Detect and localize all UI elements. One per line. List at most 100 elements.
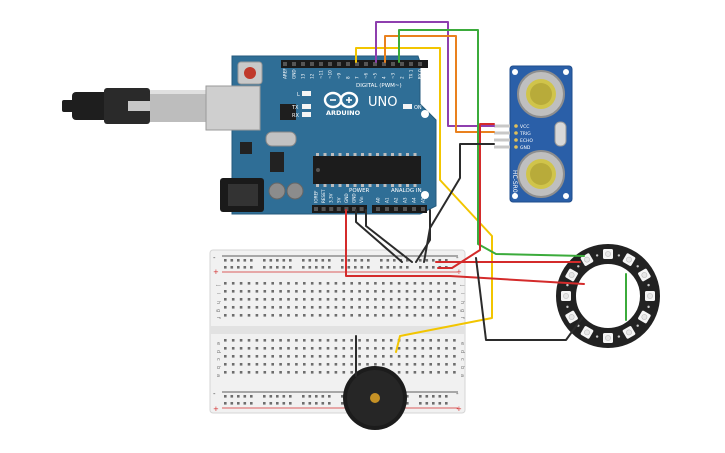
rail-hole[interactable]: [224, 402, 227, 405]
breadboard-hole[interactable]: [405, 290, 409, 293]
breadboard-hole[interactable]: [389, 363, 393, 366]
breadboard-hole[interactable]: [405, 282, 409, 285]
rail-hole[interactable]: [354, 266, 357, 269]
breadboard-hole[interactable]: [239, 347, 243, 350]
power-pin[interactable]: [336, 207, 341, 211]
breadboard-hole[interactable]: [358, 290, 361, 293]
breadboard-hole[interactable]: [224, 355, 227, 358]
breadboard-hole[interactable]: [224, 371, 227, 374]
wires[interactable]: [345, 21, 627, 377]
breadboard-hole[interactable]: [224, 282, 227, 285]
rail-hole[interactable]: [425, 259, 429, 262]
breadboard-hole[interactable]: [271, 306, 274, 309]
breadboard-hole[interactable]: [255, 306, 259, 309]
rail-hole[interactable]: [237, 402, 240, 405]
rail-hole[interactable]: [243, 395, 247, 398]
rail-hole[interactable]: [289, 402, 292, 405]
digital-pin[interactable]: [301, 62, 305, 66]
breadboard-hole[interactable]: [397, 314, 401, 317]
breadboard-hole[interactable]: [287, 306, 290, 309]
breadboard-hole[interactable]: [413, 306, 417, 309]
breadboard-hole[interactable]: [445, 298, 448, 301]
breadboard-hole[interactable]: [287, 355, 290, 358]
rail-hole[interactable]: [230, 259, 234, 262]
rail-hole[interactable]: [282, 395, 286, 398]
breadboard-hole[interactable]: [310, 306, 314, 309]
breadboard-hole[interactable]: [295, 298, 298, 301]
breadboard-hole[interactable]: [350, 371, 353, 374]
breadboard-hole[interactable]: [295, 355, 298, 358]
breadboard-hole[interactable]: [287, 282, 290, 285]
rail-hole[interactable]: [328, 395, 331, 398]
breadboard-hole[interactable]: [271, 339, 274, 342]
breadboard-hole[interactable]: [453, 371, 456, 374]
digital-pin[interactable]: [328, 62, 332, 66]
breadboard-hole[interactable]: [279, 290, 282, 293]
breadboard-hole[interactable]: [303, 371, 306, 374]
breadboard-hole[interactable]: [303, 282, 306, 285]
breadboard-hole[interactable]: [247, 347, 251, 350]
rail-hole[interactable]: [269, 266, 273, 269]
breadboard-hole[interactable]: [318, 314, 322, 317]
breadboard-hole[interactable]: [326, 347, 330, 350]
power-pin[interactable]: [344, 207, 349, 211]
rail-hole[interactable]: [341, 402, 344, 405]
breadboard-hole[interactable]: [342, 282, 346, 285]
breadboard-hole[interactable]: [453, 298, 456, 301]
power-pin-row[interactable]: [314, 207, 364, 211]
breadboard-hole[interactable]: [239, 363, 243, 366]
breadboard-hole[interactable]: [445, 355, 448, 358]
breadboard-hole[interactable]: [405, 314, 409, 317]
breadboard-hole[interactable]: [421, 298, 425, 301]
rail-hole[interactable]: [230, 402, 234, 405]
neopixel-ring[interactable]: [556, 244, 660, 348]
breadboard-hole[interactable]: [445, 339, 448, 342]
breadboard-hole[interactable]: [453, 355, 456, 358]
rail-hole[interactable]: [425, 266, 429, 269]
rail-hole[interactable]: [289, 266, 292, 269]
breadboard-hole[interactable]: [318, 298, 322, 301]
rail-hole[interactable]: [302, 259, 305, 262]
breadboard-hole[interactable]: [255, 363, 259, 366]
wire-red-5v[interactable]: [345, 209, 585, 285]
breadboard-hole[interactable]: [279, 314, 282, 317]
breadboard-hole[interactable]: [255, 371, 259, 374]
breadboard-hole[interactable]: [445, 282, 448, 285]
breadboard-hole[interactable]: [247, 355, 251, 358]
breadboard-hole[interactable]: [295, 290, 298, 293]
breadboard-hole[interactable]: [453, 282, 456, 285]
breadboard-hole[interactable]: [429, 371, 432, 374]
rail-hole[interactable]: [386, 266, 390, 269]
rail-hole[interactable]: [237, 266, 240, 269]
analog-pin[interactable]: [421, 207, 425, 211]
digital-pin[interactable]: [346, 62, 350, 66]
rail-hole[interactable]: [419, 259, 422, 262]
breadboard-hole[interactable]: [437, 314, 440, 317]
breadboard-hole[interactable]: [350, 314, 353, 317]
rail-hole[interactable]: [321, 266, 325, 269]
rail-hole[interactable]: [282, 266, 286, 269]
rail-hole[interactable]: [393, 259, 396, 262]
breadboard-hole[interactable]: [358, 282, 361, 285]
breadboard-hole[interactable]: [342, 371, 346, 374]
breadboard-hole[interactable]: [429, 347, 432, 350]
breadboard-hole[interactable]: [263, 306, 267, 309]
breadboard-hole[interactable]: [224, 314, 227, 317]
wire-orange-pin6[interactable]: [384, 35, 495, 133]
breadboard-hole[interactable]: [326, 339, 330, 342]
breadboard-hole[interactable]: [310, 339, 314, 342]
digital-pin[interactable]: [382, 62, 386, 66]
wire-red-sensor[interactable]: [437, 123, 495, 269]
breadboard-hole[interactable]: [445, 290, 448, 293]
breadboard-hole[interactable]: [239, 306, 243, 309]
digital-pin[interactable]: [373, 62, 377, 66]
breadboard-hole[interactable]: [445, 347, 448, 350]
rail-hole[interactable]: [432, 402, 435, 405]
rail-hole[interactable]: [243, 402, 247, 405]
breadboard-hole[interactable]: [255, 298, 259, 301]
breadboard-hole[interactable]: [295, 363, 298, 366]
breadboard-hole[interactable]: [382, 355, 385, 358]
breadboard-hole[interactable]: [421, 290, 425, 293]
breadboard-hole[interactable]: [405, 355, 409, 358]
rail-hole[interactable]: [224, 266, 227, 269]
